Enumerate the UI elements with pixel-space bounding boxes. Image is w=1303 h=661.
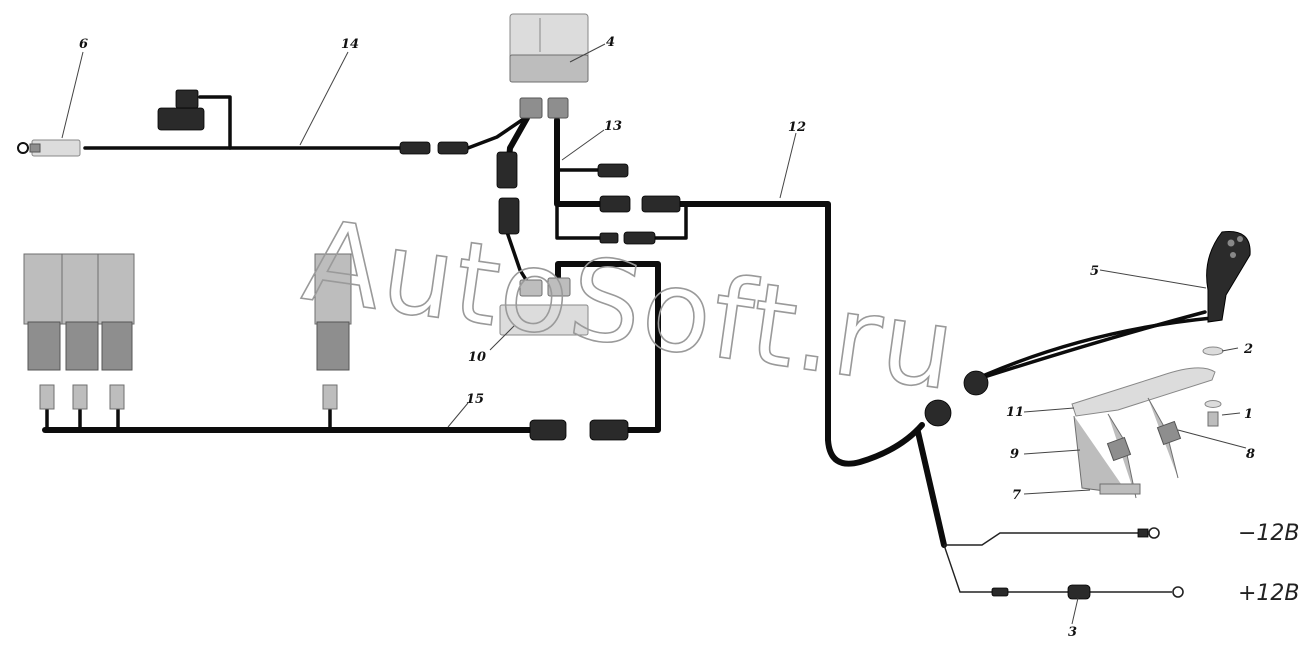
callout-10: 10: [468, 350, 486, 365]
joystick: [1206, 230, 1251, 323]
callout-5: 5: [1090, 264, 1099, 279]
cable-joystick-1: [973, 310, 1207, 382]
ring-terminal-pos: [1172, 586, 1184, 598]
connector-13-bottom: [599, 231, 656, 245]
solenoid-coil: [157, 89, 205, 131]
leader-15: [447, 402, 469, 428]
washer-2: [1202, 346, 1224, 356]
limit-switch: [17, 139, 81, 157]
callout-2: 2: [1243, 342, 1253, 357]
leader-10: [489, 324, 516, 351]
leader-9: [1023, 449, 1081, 455]
callout-15: 15: [466, 392, 484, 407]
cable-joystick-2: [983, 316, 1214, 377]
cable-10-loop: [555, 261, 661, 433]
callout-9: 9: [1010, 447, 1019, 462]
connector-13-top: [597, 163, 629, 178]
callout-1: 1: [1244, 407, 1253, 422]
leader-11: [1023, 407, 1075, 413]
leader-6: [61, 51, 84, 139]
cable-12: [677, 201, 925, 467]
voltage-negative: −12В: [1238, 521, 1300, 546]
relay-module: [499, 277, 589, 336]
leader-13: [561, 129, 605, 161]
callout-3: 3: [1068, 625, 1077, 640]
callout-4: 4: [606, 35, 615, 50]
cable-14-right: [466, 116, 527, 150]
mounting-bracket: [1071, 367, 1216, 499]
single-valve: [314, 253, 352, 410]
leader-14: [299, 51, 349, 146]
leader-5: [1099, 269, 1207, 289]
cable-power-trunk: [915, 429, 947, 548]
leader-4: [569, 43, 606, 63]
cable-13-bottom: [555, 202, 602, 240]
cable-neg: [944, 532, 1140, 546]
ecu-module: [509, 13, 589, 119]
fuse-holder: [991, 584, 1091, 600]
callout-8: 8: [1246, 447, 1255, 462]
connector-13-mid: [599, 195, 681, 213]
bolt-1: [1204, 400, 1222, 427]
watermark: AutoSoft.ru: [296, 196, 963, 416]
connector-joystick: [924, 370, 989, 427]
cable-pos: [943, 544, 992, 593]
connector-15: [529, 419, 629, 441]
leader-7: [1023, 489, 1091, 495]
voltage-positive: +12В: [1238, 581, 1300, 606]
valve-block: [23, 253, 135, 410]
ring-terminal-neg: [1137, 527, 1160, 539]
callout-7: 7: [1012, 488, 1021, 503]
leader-12: [779, 132, 797, 199]
connector-ecu-left: [496, 151, 520, 235]
callout-6: 6: [79, 37, 88, 52]
leader-3: [1071, 597, 1079, 625]
connector-14-left: [399, 141, 469, 155]
leader-8: [1177, 429, 1247, 449]
callout-13: 13: [604, 119, 622, 134]
leader-2: [1221, 347, 1239, 352]
cable-14-branch: [198, 95, 232, 150]
callout-11: 11: [1006, 405, 1024, 420]
callout-14: 14: [341, 37, 359, 52]
cable-ecu-down: [505, 230, 530, 285]
leader-1: [1221, 412, 1241, 416]
cable-13-trunk: [554, 117, 603, 207]
callout-12: 12: [788, 120, 806, 135]
